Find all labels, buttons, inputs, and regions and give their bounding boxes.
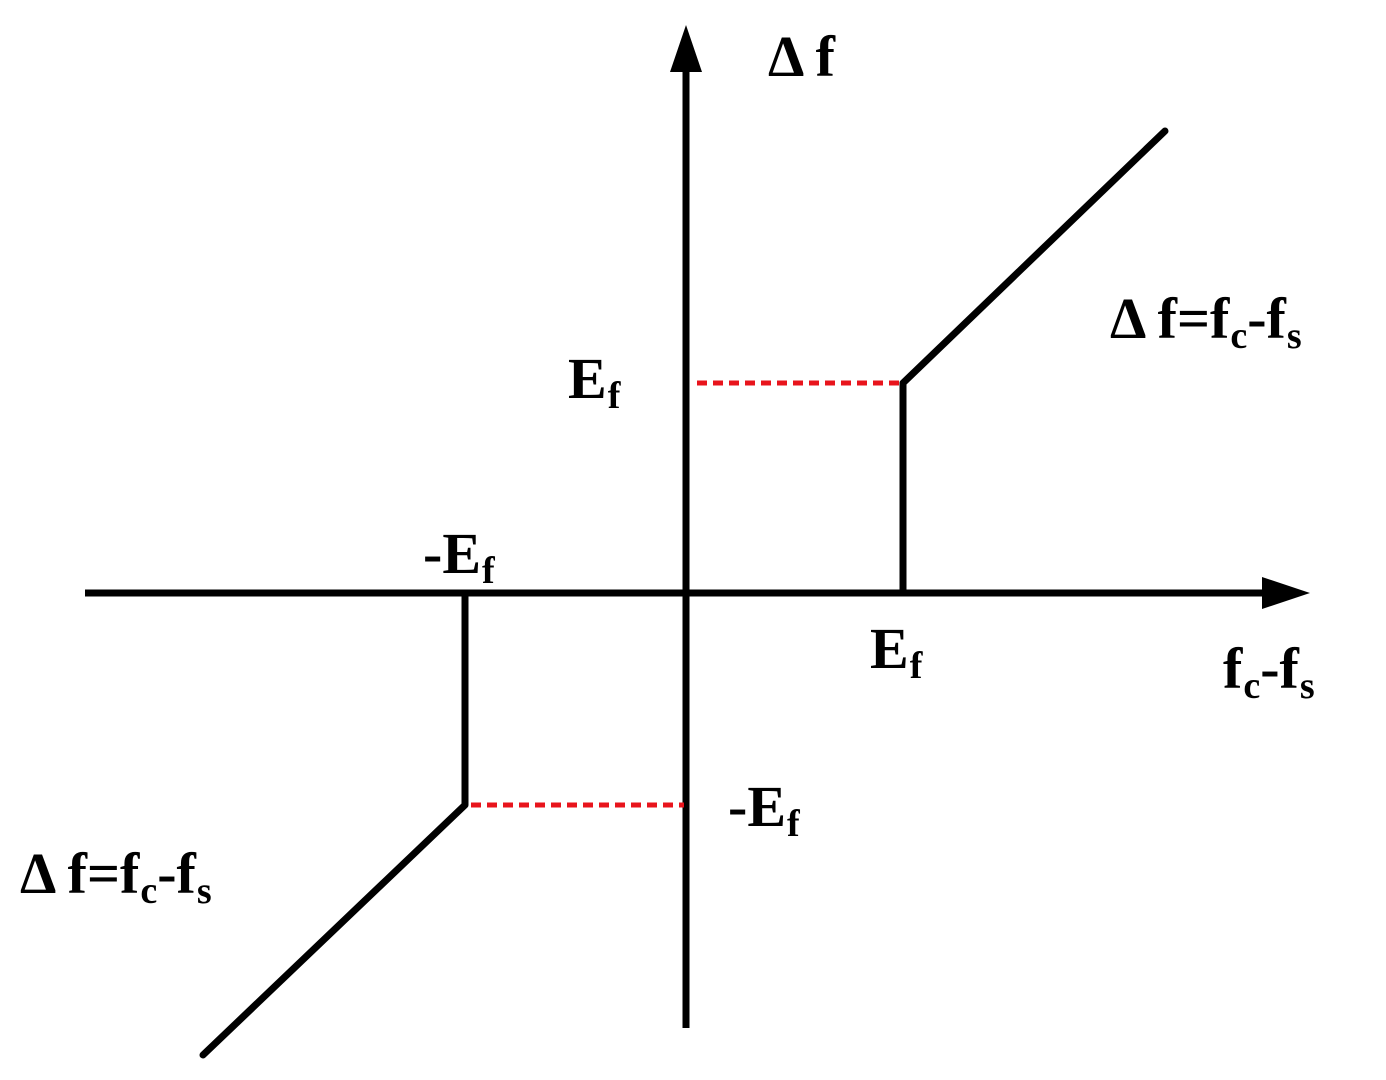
- ef-label-horizontal-negative: -Ef: [423, 525, 495, 591]
- x-axis-label-sub: c: [1243, 665, 1261, 707]
- y-axis-label: Δ f: [768, 28, 835, 86]
- y-axis-arrowhead: [670, 25, 702, 72]
- positive-slope-line: [899, 127, 1169, 387]
- negative-slope-line: [199, 801, 469, 1059]
- ef-vertical-negative-sub: f: [787, 803, 800, 845]
- ef-vertical-positive-main: E: [568, 346, 607, 411]
- x-axis-label: fc-fs: [1223, 640, 1315, 706]
- formula-upper-mid: -f: [1247, 286, 1286, 351]
- ef-label-horizontal-positive: Ef: [870, 620, 922, 686]
- formula-upper-sub: c: [1230, 315, 1248, 357]
- ef-horizontal-negative-main: -E: [423, 521, 481, 586]
- formula-lower-sub: c: [140, 870, 158, 912]
- ef-horizontal-positive-main: E: [870, 616, 909, 681]
- x-axis-label-main: f: [1223, 636, 1243, 701]
- ef-vertical-negative-main: -E: [728, 774, 786, 839]
- y-axis-label-text: Δ f: [768, 24, 835, 89]
- formula-lower-main: Δ f=f: [20, 841, 140, 906]
- formula-upper-main: Δ f=f: [1110, 286, 1230, 351]
- x-axis-label-mid: -f: [1260, 636, 1299, 701]
- formula-label-lower: Δ f=fc-fs: [20, 845, 212, 911]
- formula-lower-mid: -f: [157, 841, 196, 906]
- formula-label-upper: Δ f=fc-fs: [1110, 290, 1302, 356]
- ef-vertical-positive-sub: f: [607, 375, 621, 417]
- formula-upper-sub2: s: [1286, 315, 1302, 357]
- formula-lower-sub2: s: [196, 870, 212, 912]
- x-axis-label-sub2: s: [1299, 665, 1315, 707]
- ef-label-vertical-positive: Ef: [568, 350, 620, 416]
- ef-horizontal-positive-sub: f: [909, 645, 923, 687]
- x-axis-arrowhead: [1262, 577, 1310, 609]
- ef-label-vertical-negative: -Ef: [728, 778, 800, 844]
- ef-horizontal-negative-sub: f: [482, 550, 495, 592]
